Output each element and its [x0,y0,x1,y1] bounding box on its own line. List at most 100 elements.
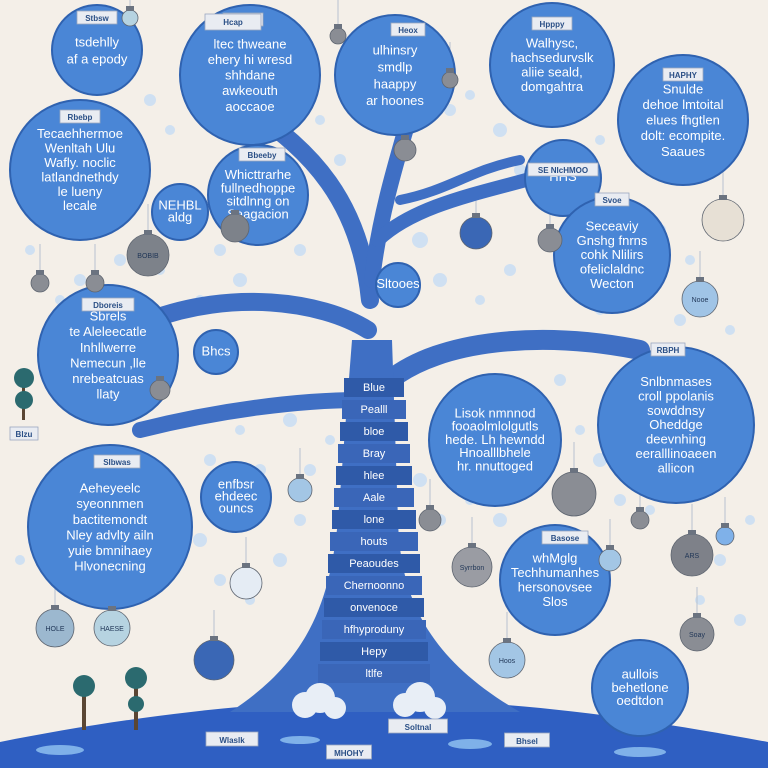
ground-puddle [280,736,320,744]
bubble-line: Slos [542,594,568,609]
bubble-line: ofeliclaldnc [580,262,645,277]
bg-dot [15,555,25,565]
trunk-step [344,378,404,397]
ground-tag-label: Wlaslk [219,736,245,745]
trunk-step-label: Chernoonno [344,580,405,592]
bubble-tag [93,454,141,469]
bubble-line: behetlone [611,680,668,695]
bubble-line: dehoe lmtoital [643,97,724,112]
trunk-step [342,400,406,419]
bubble-line: te Aleleecatle [69,324,146,339]
bubble-line: fullnedhoppe [221,180,295,195]
hanging-ornament [715,523,735,546]
bubble-line: Hnoalllbhele [459,445,531,460]
bubble-tag [650,342,686,357]
bubble-line: Oheddge [649,417,703,432]
ornament-cap [242,563,250,568]
bubble-tag [541,530,589,545]
ornament-cap [296,474,304,479]
bg-dot [734,614,746,626]
bubble-tag-label: Bbeeby [248,151,277,160]
trunk-step-label: Peaoudes [349,558,399,570]
bubble-line: NEHBL [158,198,201,213]
branch-low-left [132,392,368,438]
ornament-ball [537,227,563,253]
ornament-cap [721,523,729,528]
trunk-step-label: ltlfe [365,668,382,680]
bubble-line: hede. Lh hewndd [445,432,545,447]
ornament-label: ARS [685,553,700,560]
ground-tag-label: Soltnal [405,723,432,732]
bubble-line: aullois [622,667,659,682]
bubble-line: Saaues [661,144,706,159]
ornament-cap [210,636,218,641]
bg-dot [214,574,226,586]
hanging-ornament: HOLE [35,605,75,648]
bubble-line: deevnhing [646,432,706,447]
ornament-cap [426,505,434,510]
ornament-ball [220,213,250,243]
ornament-ball [715,526,735,546]
hanging-ornament [229,563,263,600]
bubble-line: Wafly. noclic [44,155,116,170]
bubble-line: dolt: ecompite. [641,128,726,143]
trunk-step [340,422,408,441]
ornament-cap [719,195,727,200]
small-tree [125,667,147,730]
trunk-step-label: bloe [364,426,385,438]
bubble-line: hr. nnuttoged [457,458,533,473]
bubble-line: sowddnsy [647,403,705,418]
trunk-step-label: Blue [363,382,385,394]
idea-bubble-b13: Sltooes [375,262,421,308]
bubble-line: fooaolmlolgutls [452,419,539,434]
bg-dot [193,533,207,547]
bubble-line: shhdane [225,68,275,83]
bubble-shape [524,139,602,217]
ornament-cap [144,230,152,235]
bubble-line: syeonnmen [76,496,143,511]
bubble-line: Whicttrarhe [225,167,291,182]
hanging-ornament [459,213,493,250]
ornament-ball [598,548,622,572]
ground-tag [388,718,448,734]
bg-dot [74,274,86,286]
bubble-line: aliie seald, [521,64,582,79]
bubble-tag [81,297,135,312]
bubble-line: le lueny [58,184,103,199]
bubble-line: af a epody [67,51,128,66]
hanging-ornament [393,135,417,162]
bg-dot [595,135,605,145]
trunk-step-label: houts [361,536,388,548]
bubble-line: eeralllinoaeen [636,446,717,461]
bubble-line: hersonovsee [518,579,592,594]
trunk-step [326,576,422,595]
trunk-step [338,444,410,463]
hanging-ornament: BOBIB [126,230,170,277]
trunk-steps: BluePealllbloeBrayhleeAalelonehoutsPeaou… [318,378,430,683]
ornament-ball [459,216,493,250]
ornament-label: BOBIB [137,253,159,260]
bubble-line: nrebeatcuas [72,371,144,386]
ornament-cap [570,468,578,473]
ornament-ball [418,508,442,532]
bg-dot [465,90,475,100]
ornament-ball [193,639,235,681]
bg-dot [493,123,507,137]
trunk-step [330,532,418,551]
bubble-shape [428,373,562,507]
ornament-cap [108,606,116,611]
bubble-line: ehery hi wresd [208,52,293,67]
bg-dot [233,273,247,287]
hanging-ornament [441,68,459,89]
trunk-step [324,598,424,617]
